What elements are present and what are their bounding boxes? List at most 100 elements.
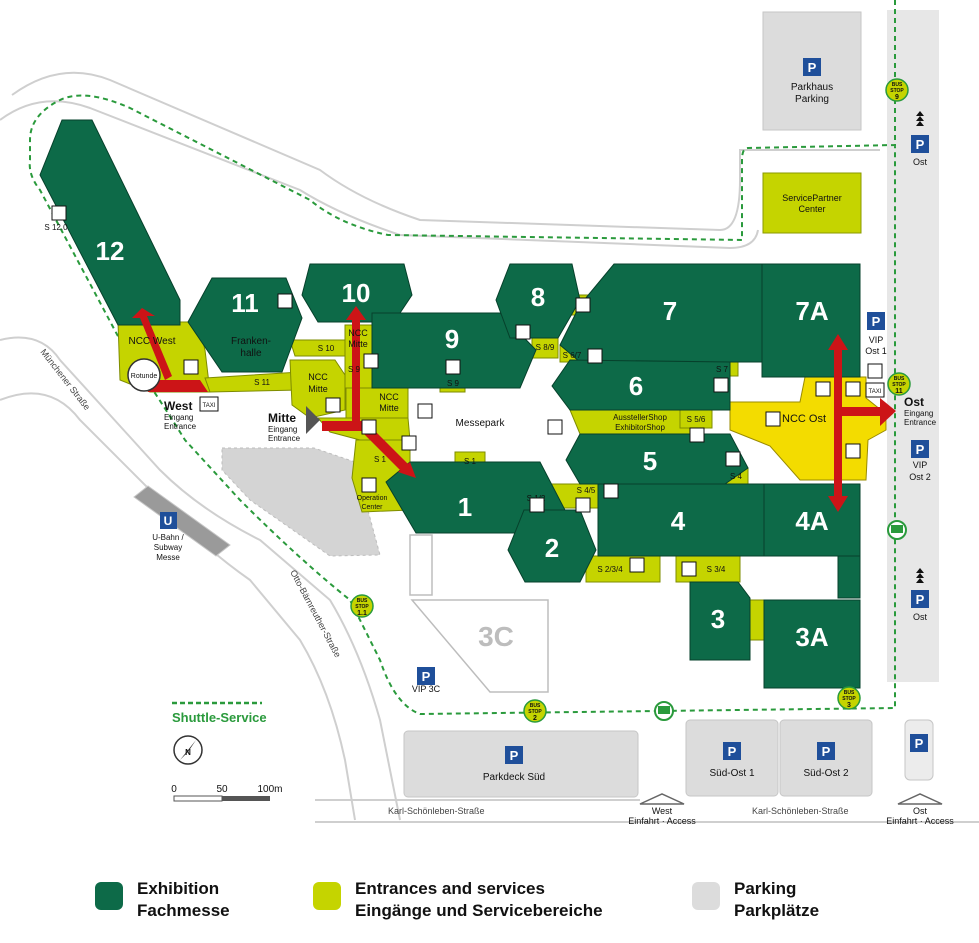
p-sign-suedost1: P — [723, 742, 741, 760]
hall-12[interactable] — [39, 119, 181, 326]
svg-text:2: 2 — [533, 715, 537, 722]
svg-text:3: 3 — [847, 702, 851, 709]
svg-text:BUS: BUS — [892, 82, 903, 88]
hall-6[interactable] — [551, 359, 731, 411]
parkhaus-label-1: Parkhaus — [791, 82, 833, 93]
cafe-icon — [629, 557, 645, 573]
entrance-mitte-marker — [306, 406, 320, 434]
code-s4: S 4 — [730, 472, 743, 481]
ncc-mitte-b-label-2: Mitte — [348, 339, 368, 349]
hall-7[interactable] — [559, 263, 763, 363]
mitte-entrance-en-label: Entrance — [268, 434, 301, 443]
code-s9m: S 9 — [348, 365, 361, 374]
west-access-label-1: West — [652, 806, 673, 816]
svg-text:P: P — [422, 669, 431, 684]
arrow-ost-top — [828, 334, 848, 350]
ncc-mitte-b-label-1: NCC — [348, 328, 368, 338]
hall-7a-label: 7A — [795, 296, 828, 326]
arrow-ost-bottom — [828, 496, 848, 512]
cafe-icon — [713, 377, 729, 393]
accessibility-icon — [867, 363, 883, 379]
hall-3[interactable] — [689, 581, 751, 661]
svg-text:P: P — [916, 592, 925, 607]
hall-4-label: 4 — [671, 506, 686, 536]
arrow-10-head — [346, 306, 366, 320]
p-sign-parkdeck: P — [505, 746, 523, 764]
west-entrance-en-label: Entrance — [164, 422, 197, 431]
aussteller-label-2: ExhibitorShop — [615, 423, 665, 432]
hall-3c-wall — [409, 534, 433, 596]
hall-6-label: 6 — [629, 371, 643, 401]
ncc-mitte-c-label-1: NCC — [379, 392, 399, 402]
code-s56: S 5/6 — [687, 415, 706, 424]
code-s67: S 6/7 — [563, 351, 582, 360]
hall-7a[interactable] — [761, 263, 861, 378]
hall-4[interactable] — [597, 483, 765, 557]
taxi-sign-west — [199, 396, 219, 412]
u-sign: U — [160, 512, 177, 529]
restaurant-icon — [325, 397, 341, 413]
ost-access-label-1: Ost — [913, 806, 928, 816]
map-legend: Exhibition Fachmesse Entrances and servi… — [0, 874, 979, 943]
ost-p2-label: Ost — [913, 612, 928, 622]
shop-icon — [765, 411, 781, 427]
scale-bar-left — [173, 795, 223, 802]
road-outlines — [0, 71, 979, 823]
svg-text:BUS: BUS — [894, 376, 905, 382]
bus-stop-11: BUS STOP 11 — [887, 372, 911, 396]
taxi-sign-ost — [865, 382, 885, 398]
bus-stop-3: BUS STOP 3 — [837, 686, 861, 710]
site-plan: 12 11 10 9 8 7 7A 6 5 4 4A 1 2 3 3A 3C F… — [0, 0, 979, 826]
entrance-labels: West Eingang Entrance Mitte Eingang Entr… — [164, 395, 954, 826]
vip-ost2-label-2: Ost 2 — [909, 472, 931, 482]
hall-3c-shape — [410, 599, 549, 693]
hall-8[interactable] — [495, 263, 581, 339]
p-sign-vip-ost1: P — [867, 312, 885, 330]
servicepartner-label-1: ServicePartner — [782, 193, 842, 203]
code-s9: S 9 — [447, 379, 460, 388]
parkhaus-parking — [762, 11, 862, 131]
hall-9[interactable] — [371, 312, 537, 389]
svg-text:11: 11 — [895, 388, 903, 395]
svg-text:P: P — [728, 744, 737, 759]
street-karl-west: Karl-Schönleben-Straße — [388, 806, 485, 816]
p-sign-parkhaus: P — [803, 58, 821, 76]
code-s10: S 10 — [318, 344, 335, 353]
service-icons — [51, 205, 883, 577]
code-s7: S 7 — [716, 365, 729, 374]
hall-4a-ext[interactable] — [837, 555, 861, 599]
svg-text:P: P — [822, 744, 831, 759]
hall-11[interactable] — [187, 277, 303, 373]
legend-service-en: Entrances and services — [355, 879, 545, 898]
scale-label-50: 50 — [216, 784, 228, 795]
bus-stop-1-1: BUS STOP 1.1 — [350, 594, 374, 618]
cafe-icon — [515, 324, 531, 340]
p-sign-vip-ost2: P — [911, 440, 929, 458]
sued-ost-2-label: Süd-Ost 2 — [803, 768, 848, 779]
cafe-icon — [529, 497, 545, 513]
ncc-mitte-a-label-1: NCC — [308, 372, 328, 382]
legend-exhibition-de: Fachmesse — [137, 901, 230, 920]
hall-4a-label: 4A — [795, 506, 828, 536]
arrow-ost-v — [834, 348, 842, 500]
ncc-mitte-a-label-2: Mitte — [308, 384, 328, 394]
frankenhalle-label-1: Franken- — [231, 336, 271, 347]
taxi-label-west: TAXI — [203, 403, 216, 409]
construction-area — [221, 447, 381, 557]
rotunde — [127, 358, 161, 392]
entrance-arrows — [132, 306, 896, 512]
p-sign-vip3c: P — [417, 667, 435, 685]
hall-3a[interactable] — [763, 599, 861, 689]
first-aid-icon — [277, 293, 293, 309]
sued-ost-1-label: Süd-Ost 1 — [709, 768, 754, 779]
area-labels: Franken- halle NCC West Rotunde NCC Mitt… — [128, 82, 930, 783]
ost-p1-label: Ost — [913, 157, 928, 167]
arrow-west-base — [148, 380, 208, 392]
subway-block — [133, 485, 231, 557]
service-left-bottom — [747, 599, 766, 641]
ost-entrance-label: Ost — [904, 395, 924, 409]
grill-icon — [417, 403, 433, 419]
p-sign-suedost2: P — [817, 742, 835, 760]
svg-text:STOP: STOP — [528, 709, 542, 715]
cafe-icon — [445, 359, 461, 375]
